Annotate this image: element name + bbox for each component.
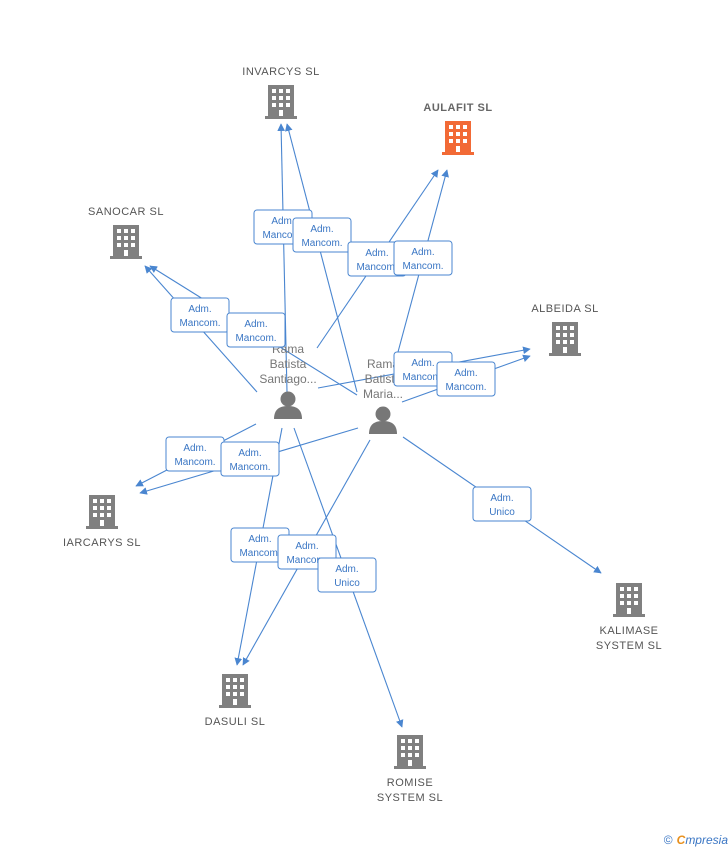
- edge-label-text: Adm.: [248, 534, 271, 545]
- person-icon: [274, 391, 302, 419]
- edge-label-text: Adm.: [183, 443, 206, 454]
- building-icon: [549, 322, 581, 356]
- edge-label-text: Adm.: [335, 564, 358, 575]
- person-label[interactable]: Rama: [367, 357, 399, 371]
- person-label[interactable]: Batista: [270, 357, 307, 371]
- company-node-sanocar[interactable]: SANOCAR SL: [88, 206, 164, 259]
- building-icon: [110, 225, 142, 259]
- edge-label-text: Adm.: [271, 216, 294, 227]
- edge-label-text: Adm.: [490, 493, 513, 504]
- person-node-p1[interactable]: RamaBatistaSantiago...: [259, 342, 317, 419]
- building-icon: [442, 121, 474, 155]
- edge-label-text: Mancom.: [402, 372, 443, 383]
- edge-label-text: Adm.: [411, 358, 434, 369]
- edge-label-box: [292, 217, 352, 253]
- company-label[interactable]: KALIMASE: [599, 625, 658, 637]
- nodes-layer: RamaBatistaMaria...RamaBatistaSantiago..…: [63, 66, 662, 804]
- edge-label-text: Mancom.: [174, 457, 215, 468]
- company-node-aulafit[interactable]: AULAFIT SL: [423, 102, 492, 155]
- edge-label-text: Adm.: [411, 247, 434, 258]
- edge-label-text: Mancom.: [179, 318, 220, 329]
- brand-name: mpresia: [685, 833, 728, 847]
- edge-label-text: Adm.: [238, 448, 261, 459]
- edge-label-text: Mancom.: [301, 238, 342, 249]
- person-label[interactable]: Santiago...: [259, 372, 316, 386]
- company-label[interactable]: INVARCYS SL: [242, 66, 319, 78]
- edge-label-p2-sanocar[interactable]: Adm. Mancom.: [226, 312, 286, 348]
- person-label[interactable]: Maria...: [363, 387, 403, 401]
- edge-label-p2-kalimase[interactable]: Adm. Unico: [472, 486, 532, 522]
- edge-label-p1-iarcarys[interactable]: Adm. Mancom.: [165, 436, 225, 472]
- edge-label-p2-aulafit[interactable]: Adm. Mancom.: [393, 240, 453, 276]
- edge-label-p2-invarcys[interactable]: Adm. Mancom.: [292, 217, 352, 253]
- edge-label-text: Mancom.: [356, 262, 397, 273]
- edge-label-p1-sanocar[interactable]: Adm. Mancom.: [170, 297, 230, 333]
- edge-label-p1-romise[interactable]: Adm. Unico: [317, 557, 377, 593]
- edge-label-text: Mancom.: [402, 261, 443, 272]
- brand-logo-letter: C: [676, 833, 686, 847]
- edge-label-p1-dasuli[interactable]: Adm. Mancom.: [230, 527, 290, 563]
- edge-label-p2-albeida[interactable]: Adm. Mancom.: [436, 361, 496, 397]
- company-label[interactable]: SANOCAR SL: [88, 206, 164, 218]
- edge-label-text: Adm.: [244, 319, 267, 330]
- copyright-symbol: ©: [663, 833, 673, 847]
- edge-label-box: [220, 441, 280, 477]
- company-node-kalimase[interactable]: KALIMASE SYSTEM SL: [596, 583, 662, 652]
- building-icon: [219, 674, 251, 708]
- edge-label-text: Mancom.: [235, 333, 276, 344]
- building-icon: [265, 85, 297, 119]
- edge-label-box: [393, 240, 453, 276]
- edge-label-text: Adm.: [188, 304, 211, 315]
- company-node-dasuli[interactable]: DASULI SL: [205, 674, 266, 728]
- edge-label-text: Adm.: [310, 224, 333, 235]
- edge-label-text: Unico: [334, 578, 360, 589]
- person-icon: [369, 406, 397, 434]
- edge-p2-invarcys: [285, 123, 358, 393]
- building-icon: [394, 735, 426, 769]
- company-label[interactable]: SYSTEM SL: [596, 640, 662, 652]
- edge-label-box: [472, 486, 532, 522]
- edge-p1-invarcys: [277, 123, 288, 393]
- edge-label-text: Unico: [489, 507, 515, 518]
- company-label[interactable]: AULAFIT SL: [423, 102, 492, 114]
- edge-label-p2-iarcarys[interactable]: Adm. Mancom.: [220, 441, 280, 477]
- edge-label-text: Adm.: [295, 541, 318, 552]
- company-node-albeida[interactable]: ALBEIDA SL: [531, 303, 598, 356]
- company-node-romise[interactable]: ROMISE SYSTEM SL: [377, 735, 443, 804]
- company-node-iarcarys[interactable]: IARCARYS SL: [63, 495, 141, 549]
- edge-label-text: Mancom.: [229, 462, 270, 473]
- edge-label-text: Mancom.: [262, 230, 303, 241]
- company-node-invarcys[interactable]: INVARCYS SL: [242, 66, 319, 119]
- company-label[interactable]: ROMISE: [387, 777, 433, 789]
- edge-label-text: Adm.: [365, 248, 388, 259]
- edge-label-text: Mancom.: [239, 548, 280, 559]
- footer-brand[interactable]: ©Cmpresia: [664, 833, 728, 847]
- edges-layer: [135, 123, 602, 728]
- edge-labels-layer: Adm. Mancom. Adm. Mancom. Adm. Mancom. Adm. Man…: [165, 209, 532, 593]
- edge-label-text: Mancom.: [286, 555, 327, 566]
- building-icon: [86, 495, 118, 529]
- edge-label-text: Adm.: [454, 368, 477, 379]
- edge-label-box: [436, 361, 496, 397]
- person-node-p2[interactable]: RamaBatistaMaria...: [363, 357, 403, 434]
- edge-label-box: [317, 557, 377, 593]
- building-icon: [613, 583, 645, 617]
- company-label[interactable]: SYSTEM SL: [377, 792, 443, 804]
- person-label[interactable]: Batista: [365, 372, 402, 386]
- company-label[interactable]: IARCARYS SL: [63, 537, 141, 549]
- company-label[interactable]: DASULI SL: [205, 716, 266, 728]
- edge-label-text: Mancom.: [445, 382, 486, 393]
- edge-label-box: [226, 312, 286, 348]
- company-label[interactable]: ALBEIDA SL: [531, 303, 598, 315]
